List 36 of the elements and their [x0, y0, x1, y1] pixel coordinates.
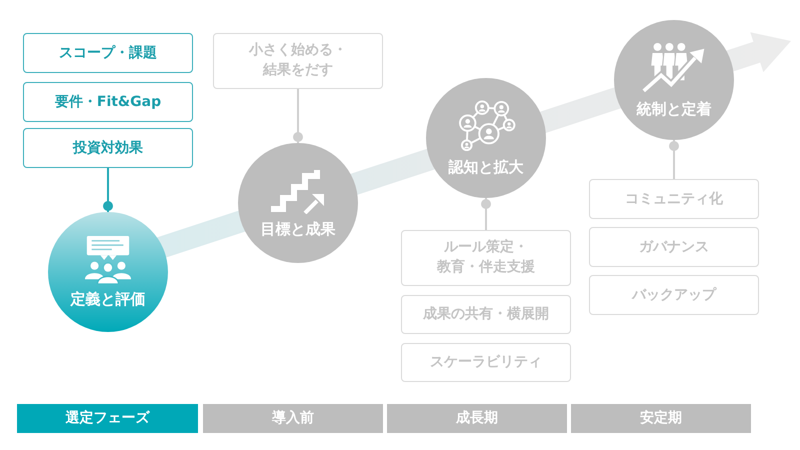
task-label: 投資対効果 [73, 140, 143, 156]
task-label: 要件・Fit&Gap [54, 94, 162, 110]
phase-title: 目標と成果 [260, 220, 336, 238]
phase-title: 定義と評価 [70, 290, 146, 308]
task-card [401, 295, 571, 334]
phase-band [387, 404, 567, 433]
phase-label: 安定期 [640, 410, 682, 427]
task-card [589, 179, 759, 219]
task-card [589, 227, 759, 267]
leader-line [669, 140, 679, 179]
task-card [23, 33, 193, 73]
phase-title: 統制と定着 [636, 100, 712, 118]
leader-line [481, 198, 491, 230]
task-label: 成果の共有・横展開 [423, 306, 549, 323]
task-label: スケーラビリティ [430, 354, 542, 371]
task-label: 小さく始める・結果をだす [249, 41, 347, 80]
task-card [401, 230, 571, 286]
task-card [23, 128, 193, 168]
task-card [23, 82, 193, 122]
task-card [589, 275, 759, 315]
task-label: バックアップ [632, 286, 716, 304]
task-label: スコープ・課題 [59, 44, 157, 62]
phase-band [17, 404, 198, 433]
phase-band [571, 404, 751, 433]
leader-line [293, 89, 303, 143]
task-label: ガバナンス [639, 238, 709, 256]
phase-label: 選定フェーズ [66, 410, 150, 427]
phase-title: 認知と拡大 [448, 158, 524, 176]
task-label: ルール策定・教育・伴走支援 [437, 238, 535, 277]
phase-band [203, 404, 383, 433]
task-card [401, 343, 571, 382]
task-label: コミュニティ化 [625, 190, 723, 208]
task-card [213, 33, 383, 89]
phase-label: 導入前 [272, 410, 314, 427]
phase-label: 成長期 [456, 410, 498, 427]
leader-line [103, 168, 113, 212]
